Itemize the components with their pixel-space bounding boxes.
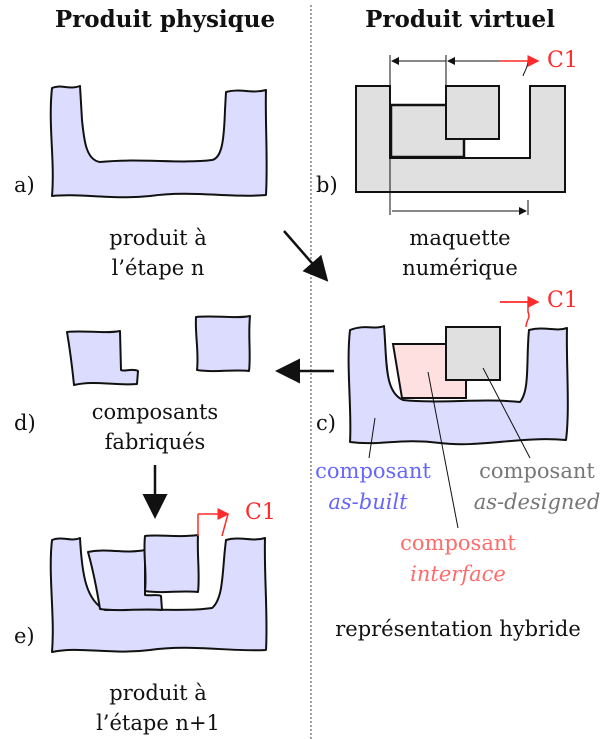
- panel-a-caption-line2: l’étape n: [112, 256, 205, 280]
- panel-a-caption-line1: produit à: [109, 226, 206, 250]
- legend-leaders: [368, 367, 531, 529]
- panel-d-letter: d): [14, 411, 36, 435]
- constraint-c1-label-b: C1: [547, 48, 578, 73]
- panel-d-caption-line2: fabriqués: [105, 430, 206, 454]
- panel-b-letter: b): [316, 173, 338, 197]
- as-built-label-line2: as-built: [328, 490, 408, 514]
- digital-mockup: [355, 85, 566, 193]
- manufactured-component-1: [66, 330, 139, 386]
- physical-product-step-n: [49, 85, 268, 199]
- panel-c-caption: représentation hybride: [335, 617, 581, 641]
- interface-label-line1: composant: [400, 531, 516, 555]
- hybrid-as-designed-component: [445, 326, 501, 381]
- constraint-c1-label-e: C1: [245, 500, 276, 525]
- panel-e-caption-line2: l’étape n+1: [96, 711, 220, 735]
- panel-d-caption-line1: composants: [92, 400, 218, 424]
- panel-b-caption-line2: numérique: [402, 256, 518, 280]
- as-built-label-line1: composant: [315, 459, 431, 483]
- panel-b-caption-line1: maquette: [409, 226, 510, 250]
- panel-e-caption-line1: produit à: [109, 681, 206, 705]
- constraint-c1-leader-c: [500, 301, 530, 328]
- assembled-component-2: [143, 534, 200, 594]
- constraint-c1-leader-e2: [221, 513, 229, 537]
- left-column-title: Produit physique: [55, 6, 275, 33]
- panel-e-letter: e): [14, 624, 35, 648]
- right-column-title: Produit virtuel: [365, 6, 555, 33]
- manufactured-component-2: [194, 315, 251, 373]
- hybrid-as-built-component: [347, 325, 569, 446]
- as-designed-label-line1: composant: [479, 459, 595, 483]
- arrow-a-to-c: [283, 230, 329, 282]
- as-designed-label-line2: as-designed: [474, 490, 601, 514]
- interface-label-line2: interface: [410, 562, 506, 586]
- panel-c-letter: c): [316, 411, 336, 435]
- constraint-c1-label-c: C1: [547, 288, 578, 313]
- assembled-component-1: [87, 549, 163, 612]
- panel-a-letter: a): [14, 173, 35, 197]
- physical-product-step-n-plus-1: [49, 537, 268, 653]
